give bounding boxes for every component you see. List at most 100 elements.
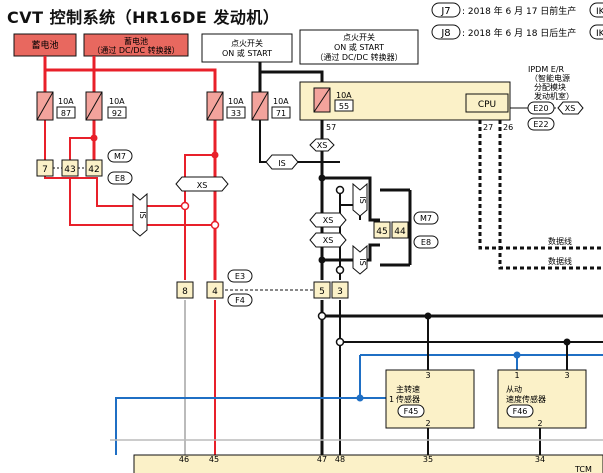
tcm-pin-34: 34 <box>535 455 545 464</box>
ipdm-pin-27: 27 <box>483 123 493 132</box>
fuse-33: 10A 33 <box>206 91 246 121</box>
svg-text:XS: XS <box>197 181 208 190</box>
pin-8: 8 <box>182 287 188 297</box>
connector-m7: M7 <box>114 152 126 161</box>
sensor-1-name-2: 传感器 <box>396 394 420 404</box>
ignition-dcdc-label-1: 点火开关 <box>343 32 375 42</box>
svg-text:IS: IS <box>358 196 367 203</box>
is-tags-center: IS IS <box>352 182 368 275</box>
sensor-2-pin-top: 3 <box>564 371 569 380</box>
xs-tags-center: XS XS XS <box>309 138 347 248</box>
pin-7: 7 <box>42 165 48 175</box>
secondary-speed-sensor: 1 3 从动 速度传感器 F46 2 <box>497 369 587 429</box>
is-tag-left: IS <box>132 192 148 237</box>
ignition-dcdc-label-2: ON 或 START <box>334 42 384 52</box>
sensor-1-name-1: 主转速 <box>396 384 420 394</box>
fuse-87: 10A 87 <box>36 91 76 121</box>
fuse-92: 10A 92 <box>85 91 127 121</box>
revision-j7-tag: J7 <box>440 6 450 17</box>
revision-j8-text: : 2018 年 6 月 18 日后生产 <box>462 27 576 39</box>
page-title: CVT 控制系统（HR16DE 发动机） <box>7 8 280 27</box>
ipdm-title-4: 发动机室） <box>534 91 574 101</box>
fuse-71-num: 71 <box>276 109 286 118</box>
battery-dcdc-label-1: 蓄电池 <box>124 36 148 46</box>
svg-text:XS: XS <box>323 216 334 225</box>
tcm-pin-35: 35 <box>423 455 433 464</box>
sensor-1-pin-bottom: 2 <box>425 419 430 428</box>
tcm-label: TCM <box>574 465 592 473</box>
battery-dcdc-label-2: （通过 DC/DC 转换器） <box>92 45 179 55</box>
ignition-dcdc-label-3: （通过 DC/DC 转换器） <box>315 52 402 62</box>
pin-45-center: 45 <box>376 227 387 237</box>
pin-42: 42 <box>88 165 99 175</box>
sensor-1-pin-left: 1 <box>389 395 394 404</box>
sensor-2-conn: F46 <box>513 407 528 416</box>
battery-dcdc-box: 蓄电池 （通过 DC/DC 转换器） <box>83 33 189 57</box>
ipdm-e20: E20 <box>533 104 548 113</box>
tcm-pin-46: 46 <box>179 455 189 464</box>
junction-dots <box>90 134 571 402</box>
fuse-87-num: 87 <box>61 109 71 118</box>
connector-e8-center: E8 <box>421 238 431 247</box>
ipdm-title-1: IPDM E/R <box>528 65 565 74</box>
tcm-pin-45: 45 <box>209 455 219 464</box>
ipdm-pin-57: 57 <box>326 123 336 132</box>
svg-text:XS: XS <box>323 236 334 245</box>
data-line-label-1: 数据线 <box>548 236 572 246</box>
xs-tag-left: XS <box>175 176 229 192</box>
connector-e8: E8 <box>115 174 125 183</box>
ipdm-title-3: 分配模块 <box>534 82 566 92</box>
ignition-label-2: ON 或 START <box>222 48 272 58</box>
pin-5: 5 <box>319 287 325 297</box>
revision-j8-extra: IK <box>596 29 603 39</box>
sensor-1-pin-top: 3 <box>425 371 430 380</box>
connector-m7-center: M7 <box>420 214 432 223</box>
revision-j7-extra: IK <box>596 7 603 17</box>
ignition-label-1: 点火开关 <box>231 38 263 48</box>
ignition-on-start-box: 点火开关 ON 或 START <box>201 33 293 63</box>
revision-j7: J7 : 2018 年 6 月 17 日前生产 IK <box>431 2 603 18</box>
ipdm-title-2: （智能电源 <box>530 73 570 83</box>
ipdm-xs-tag: XS <box>565 104 576 113</box>
fuse-71: 10A 71 <box>251 91 291 121</box>
cpu-label: CPU <box>478 100 496 110</box>
svg-text:XS: XS <box>317 141 328 150</box>
connector-e3: E3 <box>235 272 245 281</box>
primary-speed-sensor: 3 1 主转速 传感器 F45 2 <box>385 369 475 429</box>
fuse-71-amp: 10A <box>273 97 289 106</box>
battery-label: 蓄电池 <box>31 39 58 51</box>
ipdm-e22: E22 <box>533 120 548 129</box>
ipdm-module: 10A 55 CPU 57 27 26 <box>299 81 513 132</box>
svg-text:IS: IS <box>138 211 147 218</box>
pin-3: 3 <box>337 287 343 297</box>
pin-4: 4 <box>212 287 218 297</box>
ignition-dcdc-box: 点火开关 ON 或 START （通过 DC/DC 转换器） <box>299 29 419 65</box>
pin-43: 43 <box>64 165 75 175</box>
sensor-2-pin-bottom: 2 <box>537 419 542 428</box>
wires <box>43 56 603 455</box>
tcm-pin-48: 48 <box>335 455 345 464</box>
connector-f4: F4 <box>235 296 245 305</box>
revision-j7-text: : 2018 年 6 月 17 日前生产 <box>462 5 576 17</box>
sensor-1-conn: F45 <box>404 407 419 416</box>
sensor-2-name-2: 速度传感器 <box>506 394 546 404</box>
is-tag-mid: IS <box>265 154 299 170</box>
connector-e3-f4-group: 8 4 5 3 E3 F4 <box>176 269 349 307</box>
battery-box: 蓄电池 <box>13 33 77 57</box>
revision-j8-tag: J8 <box>440 28 450 39</box>
fuse-33-num: 33 <box>231 109 241 118</box>
data-line-label-2: 数据线 <box>548 256 572 266</box>
fuse-87-amp: 10A <box>58 97 74 106</box>
sensor-2-pin-left: 1 <box>514 371 519 380</box>
svg-text:IS: IS <box>358 258 367 265</box>
fuse-55-amp: 10A <box>336 91 352 100</box>
fuse-55-num: 55 <box>339 102 349 111</box>
fuse-92-amp: 10A <box>109 97 125 106</box>
fuse-33-amp: 10A <box>228 97 244 106</box>
revision-j8: J8 : 2018 年 6 月 18 日后生产 IK <box>431 24 603 40</box>
ipdm-label: IPDM E/R （智能电源 分配模块 发动机室） E20 XS E22 数据线… <box>527 65 584 266</box>
tcm-pin-47: 47 <box>317 455 327 464</box>
connector-center-group: 45 44 M7 E8 <box>373 211 439 249</box>
